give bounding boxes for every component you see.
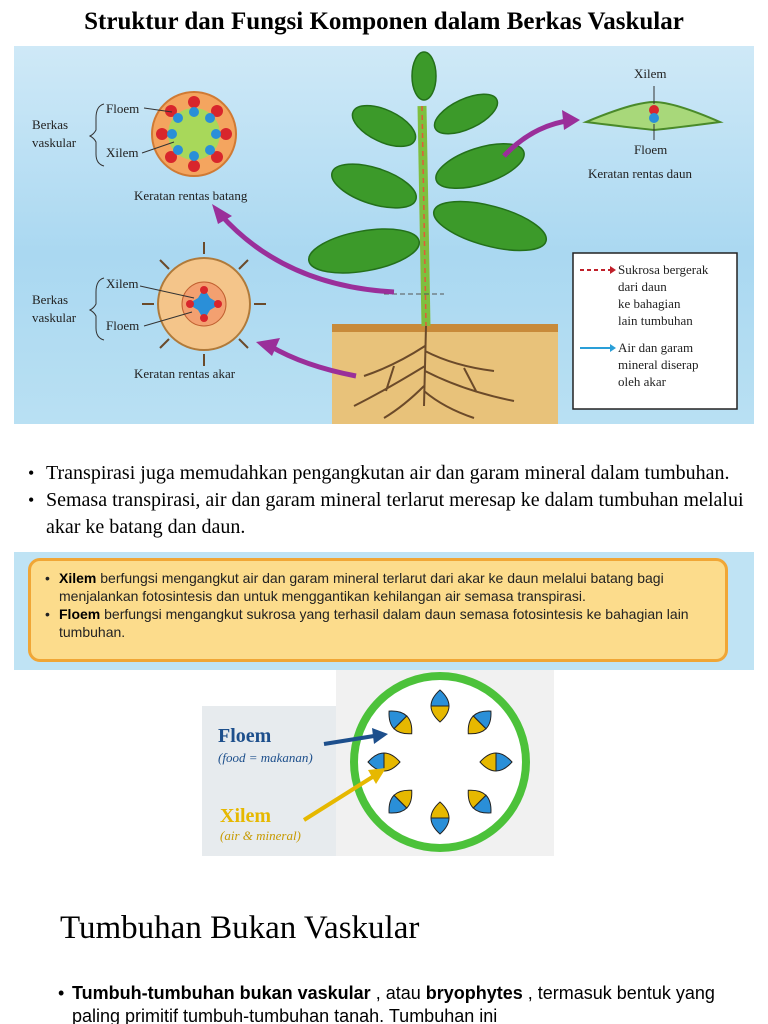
leaf-part-xilem: Xilem (634, 66, 667, 81)
stem-cross-section (151, 91, 237, 177)
bottom-paragraph: Tumbuh-tumbuhan bukan vaskular , atau br… (58, 982, 748, 1024)
root-cross-section (142, 242, 266, 366)
floem-function-item: Floem berfungsi mengangkut sukrosa yang … (43, 605, 711, 641)
xilem-arrowhead (368, 768, 386, 784)
sucrose-flow-line (421, 105, 427, 327)
root-xilem-pointer (139, 285, 195, 299)
leaf-part-floem: Floem (634, 142, 667, 157)
vascular-bundle (430, 801, 450, 835)
legend-water-line-2: mineral diserap (618, 357, 699, 372)
floem-description: berfungsi mengangkut sukrosa yang terhas… (59, 606, 689, 640)
xilem-label: Xilem (220, 805, 271, 827)
soil-surface (332, 324, 558, 332)
label-panel (202, 706, 352, 856)
root-group-label-2: vaskular (32, 310, 77, 325)
leaves (307, 51, 548, 274)
stem-caption: Keratan rentas batang (134, 188, 248, 203)
xilem-arrow (302, 774, 376, 822)
root-part-xilem: Xilem (106, 276, 139, 291)
leaf-floem-dot (649, 113, 659, 123)
text-part-2: , termasuk bentuk yang paling primitif t… (72, 983, 715, 1024)
stem-floem-pointer (143, 107, 173, 113)
roots (353, 325, 515, 419)
bold-term-2: bryophytes (425, 983, 523, 1003)
plant-illustration: Berkas vaskular Floem Xilem Keratan rent… (32, 51, 738, 424)
root-part-floem: Floem (106, 318, 139, 333)
root-arrowhead (256, 338, 280, 356)
leaf-caption: Keratan rentas daun (588, 166, 692, 181)
legend-sucrose-line-1: Sukrosa bergerak (618, 262, 709, 277)
legend-sucrose-line-3: ke bahagian (618, 296, 681, 311)
legend-water-line-3: oleh akar (618, 374, 667, 389)
transpiration-paragraph: Transpirasi juga memudahkan pengangkutan… (28, 460, 748, 552)
section-heading: Tumbuhan Bukan Vaskular (60, 910, 420, 946)
bullet-transpiration-1: Transpirasi juga memudahkan pengangkutan… (28, 460, 748, 487)
vascular-bundle (430, 689, 450, 723)
xilem-function-item: Xilem berfungsi mengangkut air dan garam… (43, 569, 711, 605)
floem-arrow (323, 734, 375, 746)
stem-arrowhead (212, 204, 232, 224)
xilem-note: (air & mineral) (220, 828, 301, 843)
page-title: Struktur dan Fungsi Komponen dalam Berka… (84, 8, 684, 35)
legend-water-arrowhead (610, 344, 616, 352)
vascular-bundle-figure: Berkas vaskular Floem Xilem Keratan rent… (14, 46, 754, 424)
leaf-xilem-dot (649, 105, 659, 115)
root-floem-pointer (143, 311, 193, 327)
floem-term: Floem (59, 606, 101, 622)
stem-vascular-diagram: Floem (food = makanan) Xilem (air & mine… (202, 670, 554, 856)
stem-section-arrow (218, 212, 395, 295)
legend-box (572, 252, 738, 410)
legend-sucrose-arrowhead (610, 266, 616, 274)
text-part-1: , atau (370, 983, 426, 1003)
soil-block (332, 324, 558, 424)
legend-sucrose-line-2: dari daun (618, 279, 667, 294)
stem-part-floem: Floem (106, 101, 139, 116)
legend-water-line-1: Air dan garam (618, 340, 693, 355)
vascular-bundle (367, 752, 401, 772)
stem-xilem-pointer (141, 141, 175, 154)
bold-term-1: Tumbuh-tumbuhan bukan vaskular (72, 983, 371, 1003)
bryophyte-bullet: Tumbuh-tumbuhan bukan vaskular , atau br… (58, 982, 748, 1024)
xilem-description: berfungsi mengangkut air dan garam miner… (59, 570, 664, 604)
floem-label: Floem (218, 725, 272, 747)
root-group-label-1: Berkas (32, 292, 68, 307)
vascular-bundle (388, 789, 413, 814)
vascular-bundle (479, 752, 513, 772)
stem-group-label-1: Berkas (32, 117, 68, 132)
vascular-bundle (388, 710, 413, 735)
leaf-arrowhead (562, 110, 580, 130)
floem-arrowhead (372, 728, 388, 744)
stem-brace (88, 103, 105, 167)
root-brace (88, 277, 105, 341)
function-info-box: Xilem berfungsi mengangkut air dan garam… (28, 558, 728, 662)
vascular-bundle (467, 710, 492, 735)
stem-group-label-2: vaskular (32, 135, 77, 150)
root-section-arrow (268, 343, 357, 379)
vascular-bundles (367, 689, 513, 835)
vascular-bundle (467, 789, 492, 814)
legend-sucrose-line-4: lain tumbuhan (618, 313, 693, 328)
root-caption: Keratan rentas akar (134, 366, 236, 381)
xilem-term: Xilem (59, 570, 97, 586)
stem-part-xilem: Xilem (106, 145, 139, 160)
floem-note: (food = makanan) (218, 750, 313, 765)
bullet-transpiration-2: Semasa transpirasi, air dan garam minera… (28, 487, 748, 541)
